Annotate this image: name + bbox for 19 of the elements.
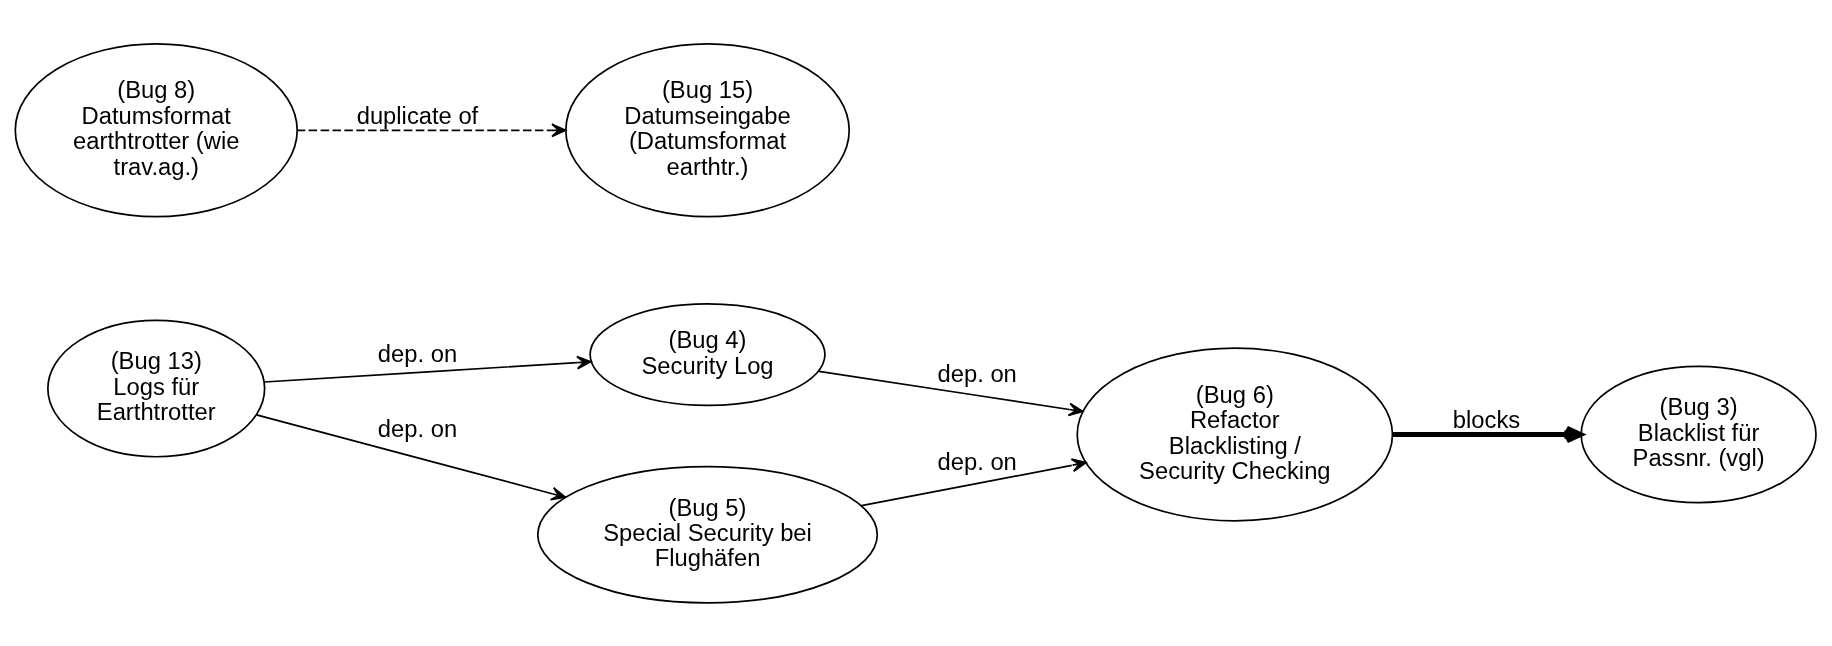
arrow (296, 122, 567, 137)
edge-label: dep. on (937, 359, 1017, 387)
arrow (255, 413, 567, 500)
edge-label: blocks (1452, 405, 1521, 433)
node-ellipse: (Bug 15) Datumseingabe (Datumsformat earthtr.) (565, 42, 851, 217)
edge-label: dep. on (377, 414, 458, 441)
node-ellipse: (Bug 6) Refactor Blacklisting / Security Checking (1076, 346, 1394, 522)
node-ellipse: (Bug 13) Logs für Earthtrotter (47, 319, 266, 458)
arrow (1392, 425, 1584, 443)
edge-label: dep. on (377, 339, 458, 367)
node-ellipse: (Bug 3) Blacklist für Passnr. (vgl) (1580, 364, 1817, 503)
edge-label: duplicate of (356, 101, 479, 129)
node-ellipse: (Bug 8) Datumsformat earthtrotter (wie trav.ag.) (14, 42, 299, 217)
edge-label: dep. on (937, 447, 1017, 475)
arrow (818, 370, 1084, 416)
node-ellipse: (Bug 4) Security Log (589, 302, 826, 406)
arrow (263, 355, 592, 383)
arrow (860, 457, 1087, 506)
node-ellipse: (Bug 5) Special Security bei Flughäfen (536, 465, 879, 604)
